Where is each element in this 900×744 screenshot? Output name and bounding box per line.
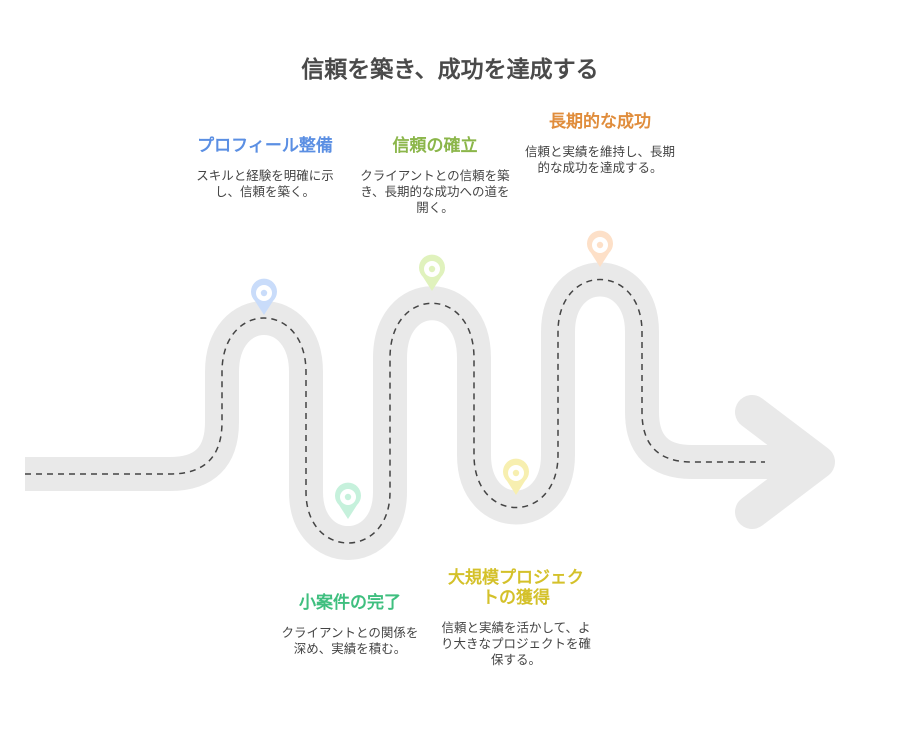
road-arrow-head <box>735 395 835 529</box>
milestone-heading: 大規模プロジェクトの獲得 <box>448 568 584 608</box>
milestone-description: 信頼と実績を維持し、長期的な成功を達成する。 <box>525 144 676 175</box>
pin-icon-5 <box>503 458 529 495</box>
milestone-long-term-success: 長期的な成功 信頼と実績を維持し、長期的な成功を達成する。 <box>525 112 675 176</box>
milestone-heading: 信頼の確立 <box>392 136 478 156</box>
milestone-description: 信頼と実績を活かして、より大きなプロジェクトを確保する。 <box>441 620 592 667</box>
pin-icon-1 <box>251 278 277 315</box>
milestone-description: クライアントとの関係を深め、実績を積む。 <box>281 625 419 656</box>
milestone-description: スキルと経験を明確に示し、信頼を築く。 <box>196 168 334 199</box>
milestone-description: クライアントとの信頼を築き、長期的な成功への道を開く。 <box>360 168 510 215</box>
milestone-heading: 長期的な成功 <box>549 112 651 132</box>
milestone-heading: プロフィール整備 <box>197 136 333 156</box>
pin-icon-2 <box>419 254 445 291</box>
milestone-trust: 信頼の確立 クライアントとの信頼を築き、長期的な成功への道を開く。 <box>360 136 510 216</box>
road-center-line <box>25 278 765 544</box>
milestone-large-projects: 大規模プロジェクトの獲得 信頼と実績を活かして、より大きなプロジェクトを確保する… <box>441 568 591 668</box>
pin-icon-4 <box>335 482 361 519</box>
milestone-small-projects: 小案件の完了 クライアントとの関係を深め、実績を積む。 <box>280 593 420 657</box>
milestone-heading: 小案件の完了 <box>299 593 401 613</box>
milestone-profile: プロフィール整備 スキルと経験を明確に示し、信頼を築く。 <box>190 136 340 200</box>
page-title: 信頼を築き、成功を達成する <box>301 57 599 83</box>
pin-icon-3 <box>587 230 613 267</box>
road-path <box>25 262 790 560</box>
